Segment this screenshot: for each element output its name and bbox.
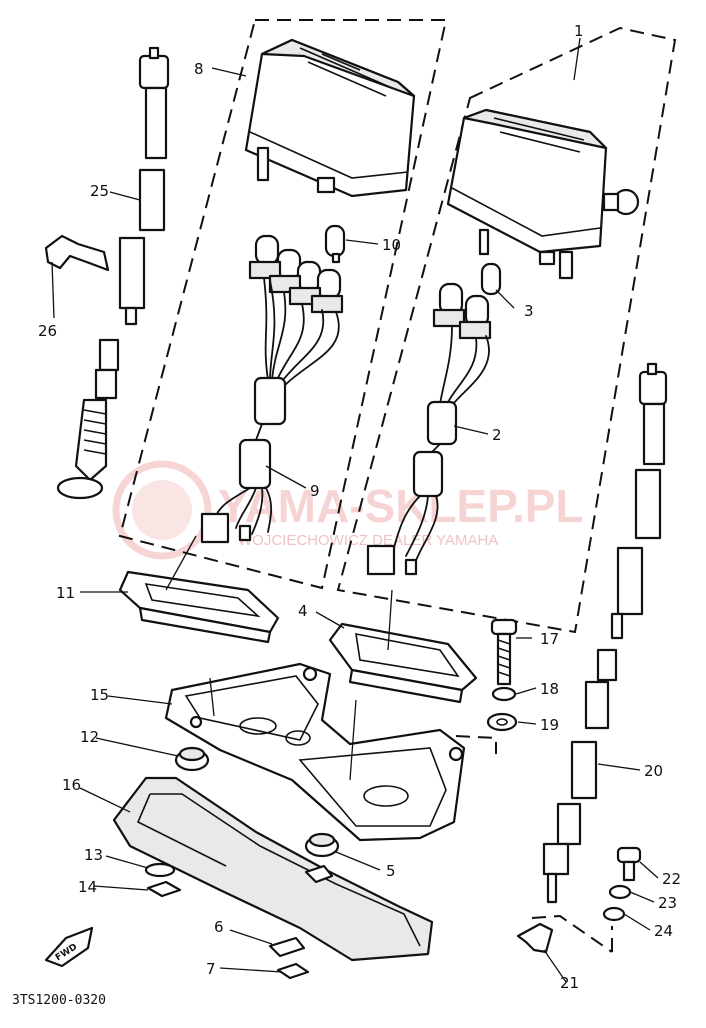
callout-17: 17 — [540, 630, 559, 648]
watermark-main: YAMA-SKLEP.PL — [218, 480, 584, 532]
washer-19 — [486, 712, 518, 732]
cable-clamp — [516, 922, 554, 954]
callout-5: 5 — [386, 862, 396, 880]
callout-14: 14 — [78, 878, 97, 896]
callout-23: 23 — [658, 894, 677, 912]
callout-16: 16 — [62, 776, 81, 794]
speedometer-housing — [244, 38, 416, 198]
nut-7 — [276, 962, 310, 980]
callout-3: 3 — [524, 302, 534, 320]
washer-24 — [602, 906, 626, 922]
callout-25: 25 — [90, 182, 109, 200]
speedometer-bulbs — [200, 224, 346, 544]
nut-14 — [146, 880, 182, 898]
callout-18: 18 — [540, 680, 559, 698]
callout-19: 19 — [540, 716, 559, 734]
washer-6 — [268, 936, 306, 958]
speedometer-cable — [56, 46, 170, 500]
washer-23 — [608, 884, 632, 900]
watermark: YAMA-SKLEP.PL WOJCIECHOWICZ DEALER YAMAH… — [112, 460, 584, 560]
washer-18 — [491, 686, 517, 702]
callout-11: 11 — [56, 584, 75, 602]
cushion-tachometer — [328, 622, 478, 704]
tachometer-cable — [542, 362, 668, 904]
callout-8: 8 — [194, 60, 204, 78]
part-code: 3TS1200-0320 — [12, 993, 106, 1008]
callout-7: 7 — [206, 960, 216, 978]
screw-22 — [616, 846, 642, 882]
callout-24: 24 — [654, 922, 673, 940]
watermark-logo — [112, 460, 212, 560]
tachometer-bulbs — [366, 262, 502, 576]
screw-17 — [490, 618, 518, 686]
cable-clip — [44, 234, 110, 272]
callout-15: 15 — [90, 686, 109, 704]
callout-20: 20 — [644, 762, 663, 780]
clip-cover — [304, 864, 334, 884]
callout-13: 13 — [84, 846, 103, 864]
damper-5 — [304, 832, 340, 858]
callout-22: 22 — [662, 870, 681, 888]
meter-bracket — [164, 662, 466, 842]
callout-26: 26 — [38, 322, 57, 340]
assembly-outline-speedometer — [118, 19, 448, 590]
assembly-outline-tachometer — [336, 26, 677, 634]
tachometer-housing — [446, 108, 640, 280]
callout-labels: 1 2 3 4 5 6 7 8 9 10 11 12 13 14 15 16 1… — [38, 22, 681, 992]
callout-6: 6 — [214, 918, 224, 936]
callout-12: 12 — [80, 728, 99, 746]
callout-2: 2 — [492, 426, 502, 444]
damper-12 — [174, 746, 210, 772]
callout-leaders — [51, 37, 659, 983]
washer-13 — [144, 862, 176, 878]
watermark-sub: WOJCIECHOWICZ DEALER YAMAHA — [238, 532, 498, 549]
forward-direction-arrow: FWD — [44, 926, 94, 968]
callout-21: 21 — [560, 974, 579, 992]
callout-10: 10 — [382, 236, 401, 254]
cushion-speedometer — [118, 570, 280, 644]
callout-9: 9 — [310, 482, 320, 500]
meter-cover — [112, 776, 434, 962]
callout-1: 1 — [574, 22, 584, 40]
callout-4: 4 — [298, 602, 308, 620]
